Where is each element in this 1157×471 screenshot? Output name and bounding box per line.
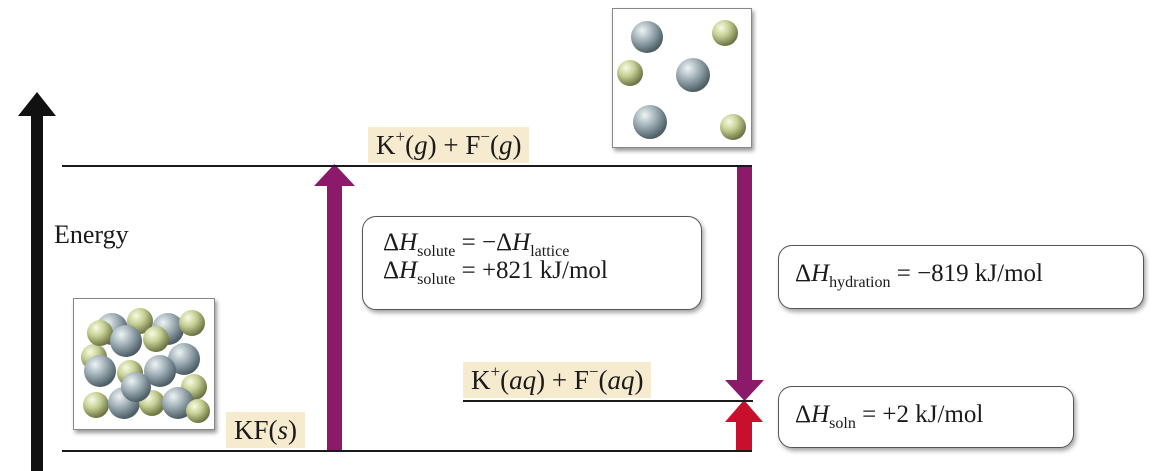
- energy-axis-arrow-icon: [18, 92, 56, 471]
- k-charge: +: [395, 127, 406, 146]
- solute-up-arrow-icon: [314, 164, 355, 451]
- hydration-value-text: = −819 kJ/mol: [896, 260, 1043, 287]
- solid-kf-label: KF(s): [226, 412, 306, 448]
- hydration-down-arrow-icon: [725, 166, 764, 401]
- k-ion-icon: [676, 58, 710, 92]
- k-charge: +: [490, 362, 501, 381]
- kf-formula: KF: [234, 415, 269, 445]
- dispersed-ions-illustration: [612, 8, 752, 148]
- solute-value-text: = +821 kJ/mol: [461, 257, 608, 284]
- f-symbol: F: [465, 130, 481, 160]
- hydration-value: ΔHhydration = −819 kJ/mol: [795, 260, 1143, 291]
- enthalpy-symbol: H: [811, 260, 830, 287]
- solute-subscript: solute: [417, 243, 456, 260]
- f-charge: −: [480, 127, 490, 146]
- soln-enthalpy-callout: ΔHsoln = +2 kJ/mol: [778, 386, 1074, 448]
- gas-ions-level-line: [62, 165, 752, 167]
- solute-lattice-relation: ΔHsolute = −ΔHlattice: [383, 229, 701, 260]
- k-symbol: K: [376, 130, 396, 160]
- k-phase: aq: [509, 365, 537, 395]
- f-phase: aq: [607, 365, 635, 395]
- k-ion-icon: [633, 105, 667, 139]
- f-charge: −: [588, 362, 599, 381]
- soln-subscript: soln: [829, 415, 856, 432]
- gas-ions-label: K+(g) + F−(g): [368, 127, 530, 163]
- soln-value-text: = +2 kJ/mol: [862, 401, 984, 428]
- enthalpy-symbol: H: [399, 257, 418, 284]
- f-ion-icon: [617, 60, 643, 86]
- soln-value: ΔHsoln = +2 kJ/mol: [795, 401, 1073, 432]
- enthalpy-symbol: H: [512, 229, 531, 256]
- k-phase: g: [414, 130, 428, 160]
- f-symbol: F: [573, 365, 589, 395]
- solute-subscript: solute: [417, 271, 456, 288]
- delta-symbol: Δ: [795, 260, 812, 287]
- hydration-subscript: hydration: [829, 274, 891, 291]
- plus-sign: +: [551, 365, 568, 395]
- delta-symbol: Δ: [383, 229, 400, 256]
- aqueous-ions-level-line: [463, 400, 753, 402]
- ionic-crystal-illustration: [73, 298, 215, 430]
- solid-level-line: [62, 450, 752, 452]
- f-phase: g: [498, 130, 513, 160]
- aqueous-ions-label: K+(aq) + F−(aq): [463, 362, 652, 398]
- plus-sign: +: [443, 130, 459, 160]
- relation-operator: = −Δ: [461, 229, 513, 256]
- f-ion-icon: [720, 114, 746, 140]
- solute-value: ΔHsolute = +821 kJ/mol: [383, 257, 701, 288]
- k-symbol: K: [471, 365, 491, 395]
- energy-axis-label: Energy: [54, 220, 129, 249]
- k-ion-icon: [631, 21, 663, 53]
- solid-phase: s: [277, 415, 289, 445]
- soln-up-arrow-icon: [725, 400, 763, 451]
- f-ion-icon: [712, 20, 738, 46]
- lattice-subscript: lattice: [530, 243, 570, 260]
- enthalpy-symbol: H: [399, 229, 418, 256]
- solute-enthalpy-callout: ΔHsolute = −ΔHlattice ΔHsolute = +821 kJ…: [362, 216, 702, 310]
- hydration-enthalpy-callout: ΔHhydration = −819 kJ/mol: [778, 245, 1144, 309]
- delta-symbol: Δ: [795, 401, 812, 428]
- delta-symbol: Δ: [383, 257, 400, 284]
- enthalpy-symbol: H: [811, 401, 830, 428]
